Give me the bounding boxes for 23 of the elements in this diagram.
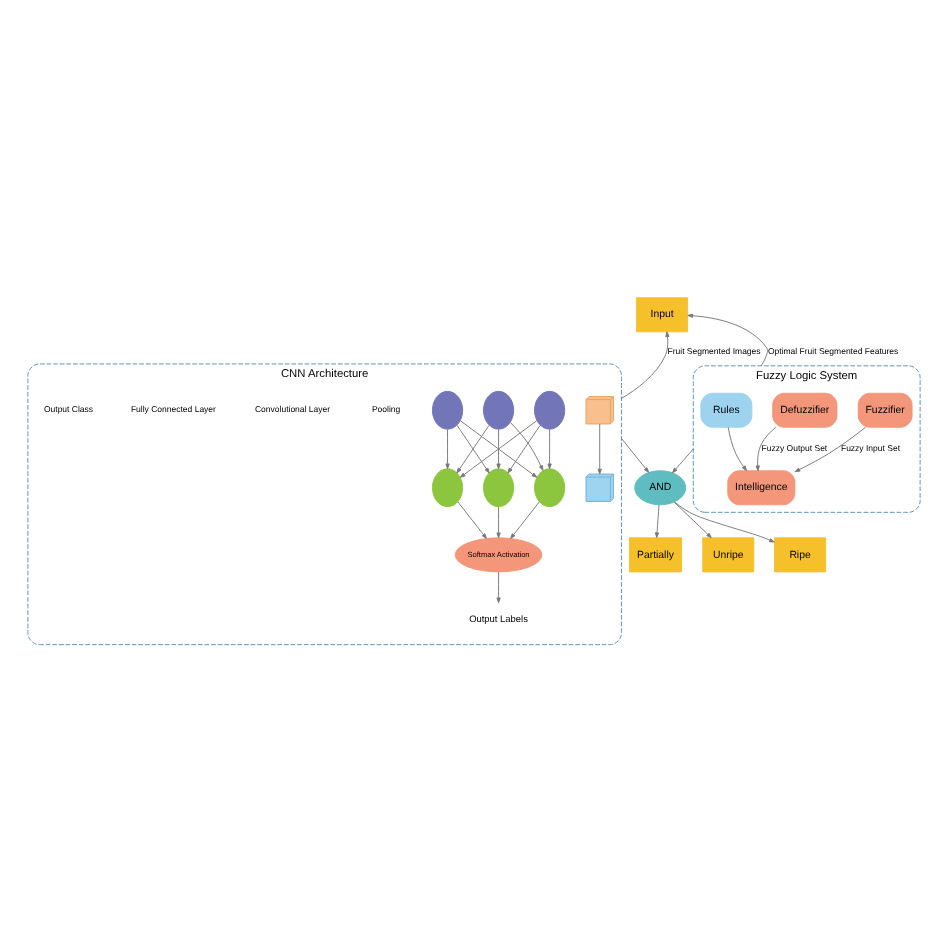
- node-circle: [534, 389, 566, 429]
- arrow: [620, 330, 670, 398]
- arrow: [674, 500, 775, 542]
- arrow: [510, 500, 540, 538]
- arrow: [496, 570, 501, 603]
- node-circle: [431, 389, 464, 429]
- arrow: [673, 500, 712, 538]
- arrow: [794, 425, 867, 472]
- arrow: [456, 423, 490, 473]
- arrow: [755, 425, 777, 471]
- arrow: [620, 436, 650, 472]
- node-circle: [482, 389, 515, 429]
- arrow: [445, 428, 450, 469]
- arrow: [727, 426, 748, 471]
- node-circle: [534, 467, 566, 507]
- arrow: [687, 312, 768, 366]
- arrow: [654, 503, 660, 537]
- arrow: [597, 422, 602, 474]
- arrow: [457, 500, 487, 538]
- arrow: [672, 447, 694, 473]
- arrow: [496, 505, 501, 538]
- arrow: [496, 428, 501, 469]
- arrow: [547, 428, 552, 469]
